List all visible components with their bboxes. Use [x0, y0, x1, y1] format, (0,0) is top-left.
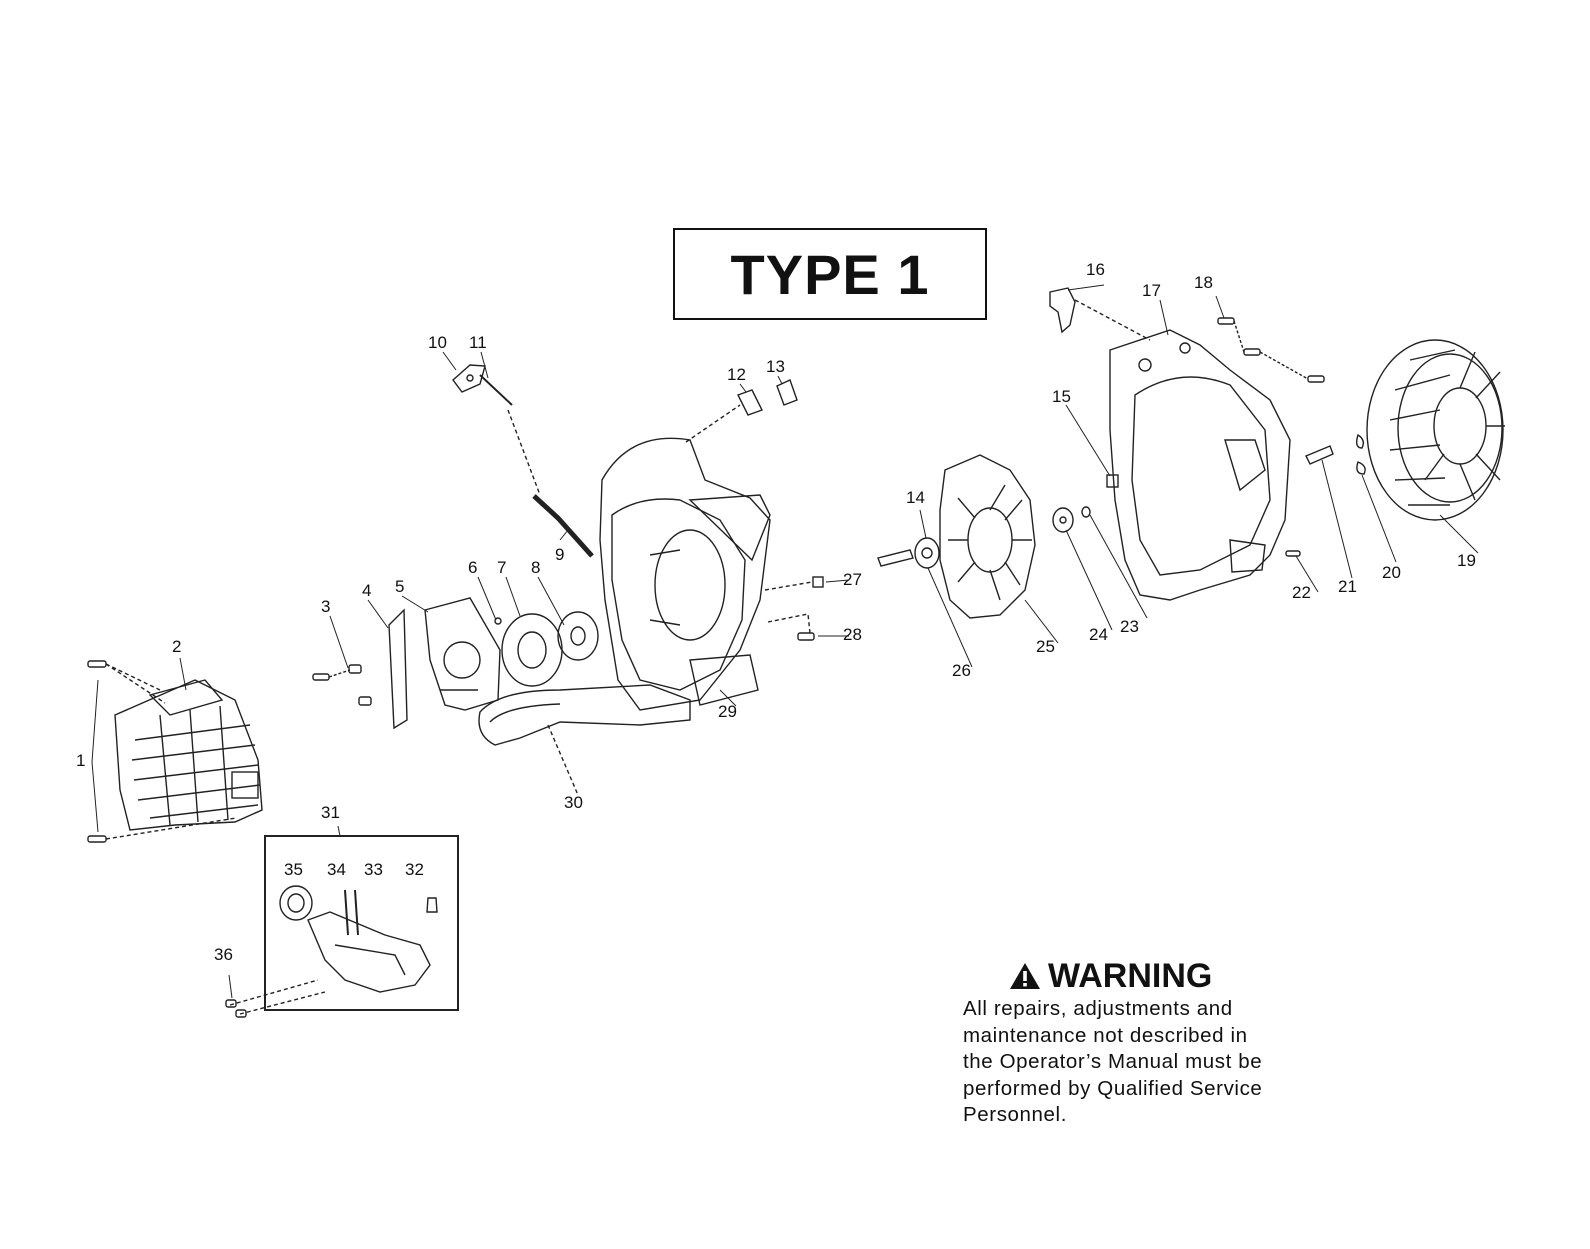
label-part-13: 13 — [766, 357, 785, 376]
warning-heading: WARNING — [1048, 956, 1213, 995]
label-part-32: 32 — [405, 860, 424, 879]
label-part-11: 11 — [469, 333, 487, 352]
label-part-4: 4 — [362, 581, 371, 600]
part-5-starter-housing — [424, 597, 501, 711]
label-part-34: 34 — [327, 860, 346, 879]
warning-line: the Operator’s Manual must be — [963, 1050, 1263, 1073]
part-17-blower-cover — [1109, 329, 1291, 601]
part-7-pulley — [494, 613, 563, 687]
part-18-screws — [1217, 317, 1325, 383]
part-19-intake-guard — [1366, 339, 1505, 521]
warning-block: WARNING All repairs, adjustments and mai… — [963, 956, 1323, 1129]
label-part-9: 9 — [555, 545, 564, 564]
label-part-29: 29 — [718, 702, 737, 721]
label-part-36: 36 — [214, 945, 233, 964]
warning-line: performed by Qualified Service — [963, 1076, 1263, 1100]
label-part-18: 18 — [1194, 273, 1213, 292]
label-part-25: 25 — [1036, 637, 1055, 656]
part-26-shaft — [877, 537, 940, 569]
part-21-bolt — [1305, 445, 1334, 465]
label-part-35: 35 — [284, 860, 303, 879]
label-part-3: 3 — [321, 597, 330, 616]
label-part-33: 33 — [364, 860, 383, 879]
label-part-1: 1 — [76, 751, 85, 770]
warning-line: All repairs, adjustments and — [963, 997, 1233, 1020]
label-part-19: 19 — [1457, 551, 1476, 570]
part-24-washer — [1052, 507, 1074, 533]
label-part-22: 22 — [1292, 583, 1311, 602]
part-31-fuel-kit-box — [229, 835, 459, 1015]
part-34-fuel-line — [344, 889, 349, 936]
part-27-nut — [812, 576, 824, 588]
warning-triangle-icon — [1010, 963, 1040, 989]
warning-line: maintenance not described in — [963, 1023, 1248, 1047]
label-part-30: 30 — [564, 793, 583, 812]
part-35-fuel-cap — [279, 885, 313, 921]
part-22-bolt — [1285, 550, 1301, 557]
part-30-handle — [478, 684, 691, 796]
part-28-screw — [797, 632, 815, 641]
label-part-17: 17 — [1142, 281, 1161, 300]
label-part-21: 21 — [1338, 577, 1357, 596]
part-33-fuel-line — [354, 889, 359, 936]
part-labels: 1 2 3 4 5 6 7 8 9 10 11 12 13 14 15 16 1… — [76, 260, 1476, 964]
part-29-blower-housing — [599, 437, 771, 711]
part-9-tube — [532, 494, 594, 558]
label-part-8: 8 — [531, 558, 540, 577]
label-part-24: 24 — [1089, 625, 1108, 644]
label-part-5: 5 — [395, 577, 404, 596]
fuel-tank — [307, 911, 431, 993]
label-part-20: 20 — [1382, 563, 1401, 582]
part-1-screws — [87, 660, 237, 843]
part-11-wire — [479, 374, 513, 406]
warning-text: All repairs, adjustments and maintenance… — [963, 996, 1323, 1129]
label-part-28: 28 — [843, 625, 862, 644]
label-part-26: 26 — [952, 661, 971, 680]
label-part-7: 7 — [497, 558, 506, 577]
part-20-clips — [1355, 433, 1366, 475]
part-23-washer — [1081, 506, 1091, 518]
part-8-washer — [557, 611, 599, 661]
part-2-engine-cover — [114, 679, 263, 831]
label-part-14: 14 — [906, 488, 925, 507]
part-13-clip — [776, 379, 798, 406]
part-12-clip — [737, 389, 763, 416]
part-16-switch — [1049, 287, 1151, 341]
label-part-10: 10 — [428, 333, 447, 352]
part-10-gasket — [452, 364, 486, 393]
part-3-bolts — [312, 664, 372, 706]
warning-line: Personnel. — [963, 1103, 1068, 1126]
part-4-gasket — [388, 608, 408, 730]
label-part-12: 12 — [727, 365, 746, 384]
part-15-nut — [1106, 474, 1119, 488]
type-title: TYPE 1 — [730, 242, 930, 306]
type-title-box: TYPE 1 — [673, 228, 987, 320]
label-part-6: 6 — [468, 558, 477, 577]
label-part-31: 31 — [321, 803, 340, 822]
label-part-15: 15 — [1052, 387, 1071, 406]
warning-header: WARNING — [1008, 956, 1323, 996]
label-part-27: 27 — [843, 570, 862, 589]
label-part-2: 2 — [172, 637, 181, 656]
part-36-screws — [225, 999, 237, 1008]
label-part-16: 16 — [1086, 260, 1105, 279]
part-32-fuel-filter — [426, 897, 438, 913]
label-part-23: 23 — [1120, 617, 1139, 636]
part-25-impeller — [939, 454, 1036, 619]
